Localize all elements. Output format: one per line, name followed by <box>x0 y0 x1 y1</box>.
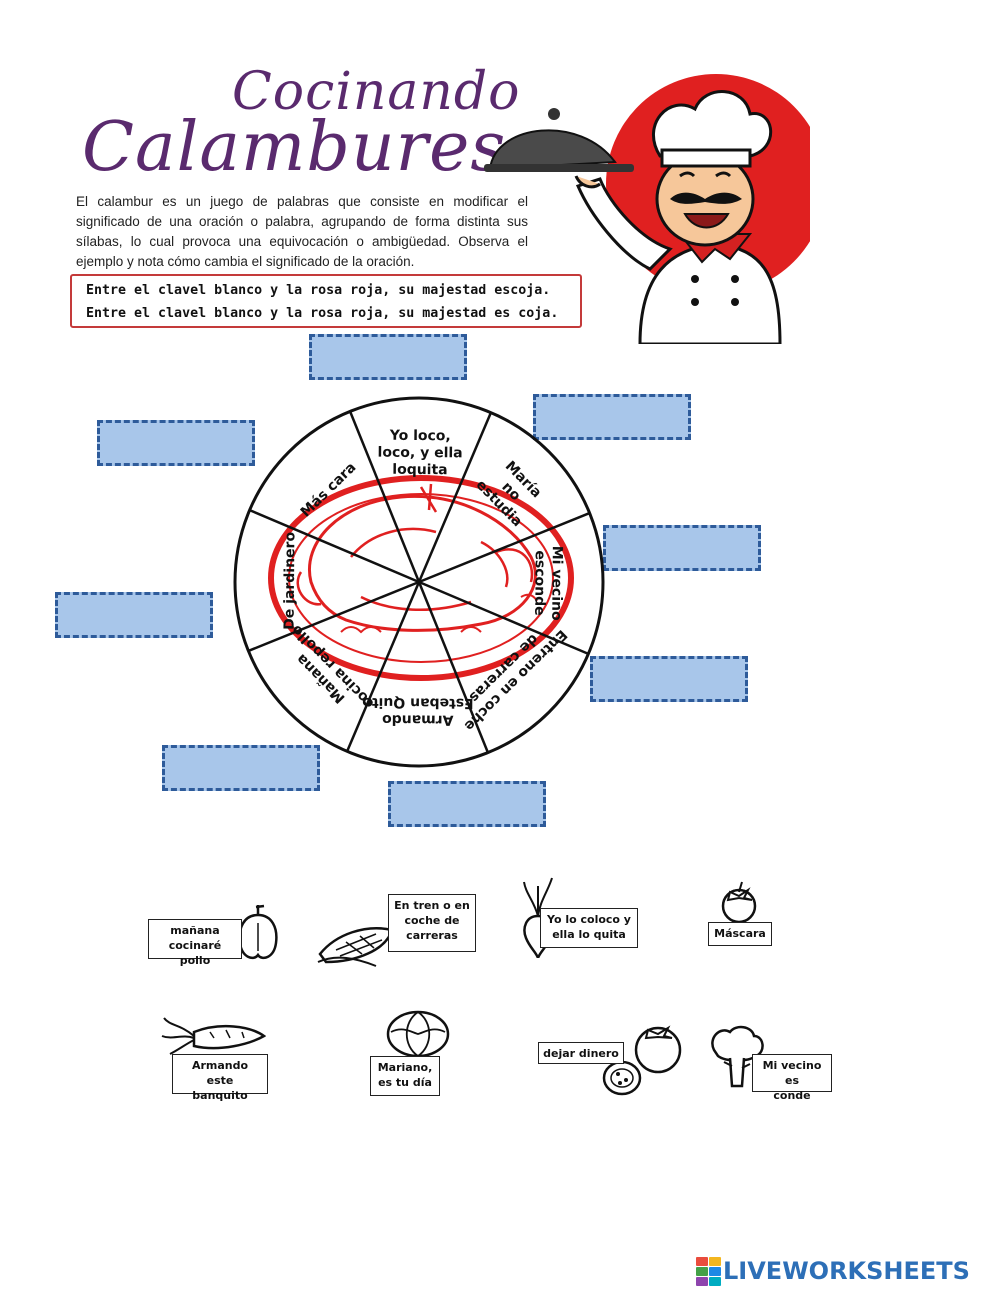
tomato-icon <box>721 881 757 924</box>
card-broccoli-label[interactable]: Mi vecino es conde <box>752 1054 832 1102</box>
cabbage-icon <box>386 1010 450 1058</box>
title-line-1: Cocinando <box>232 62 521 122</box>
wheel-divider <box>249 508 420 584</box>
corn-icon <box>317 927 394 967</box>
wheel-segment-label: De jardinero <box>282 531 299 629</box>
card-corn-label[interactable]: En tren o en coche de carreras <box>388 894 476 952</box>
card-pepper-label[interactable]: mañana cocinaré pollo <box>148 919 242 967</box>
wheel-divider <box>417 581 490 754</box>
card-tomato-slice-label[interactable]: dejar dinero <box>538 1042 624 1064</box>
wheel-dividers <box>247 410 591 754</box>
drop-zone-2[interactable] <box>533 394 691 440</box>
logo-tile <box>709 1267 721 1276</box>
logo-text: LIVEWORKSHEETS <box>723 1257 970 1285</box>
liveworksheets-icon <box>696 1257 721 1286</box>
wheel-divider <box>418 511 591 584</box>
wheel-segment-label: Mi vecinoesconde <box>531 546 565 622</box>
wheel-divider <box>418 580 589 656</box>
wheel-divider <box>417 412 493 583</box>
wheel-divider <box>247 580 420 653</box>
drop-zone-4[interactable] <box>603 525 761 571</box>
example-line-1: Entre el clavel blanco y la rosa roja, s… <box>86 283 551 298</box>
logo-tile <box>696 1267 708 1276</box>
card-cabbage-label[interactable]: Mariano, es tu día <box>370 1056 440 1096</box>
drop-zone-1[interactable] <box>309 334 467 380</box>
card-tomato-label[interactable]: Máscara <box>708 922 772 946</box>
logo-tile <box>709 1257 721 1266</box>
card-beet-label[interactable]: Yo lo coloco y ella lo quita <box>540 908 638 948</box>
broccoli-icon <box>711 1025 764 1088</box>
carrot-icon <box>161 1017 266 1055</box>
wheel-divider <box>345 581 421 752</box>
drop-zone-6[interactable] <box>590 656 748 702</box>
example-line-2: Entre el clavel blanco y la rosa roja, s… <box>86 306 559 321</box>
wheel-rim <box>233 396 605 768</box>
intro-paragraph: El calambur es un juego de palabras que … <box>76 194 528 269</box>
plate-chicken-illustration <box>268 475 574 681</box>
title-line-2: Calambures <box>82 108 507 187</box>
drop-zone-8[interactable] <box>388 781 546 827</box>
card-carrot-label[interactable]: Armando este banquito <box>172 1054 268 1102</box>
logo-tile <box>696 1277 708 1286</box>
drop-zone-5[interactable] <box>55 592 213 638</box>
tomato-slice-icon <box>602 1025 682 1096</box>
drop-zone-7[interactable] <box>162 745 320 791</box>
logo-tile <box>709 1277 721 1286</box>
liveworksheets-logo: LIVEWORKSHEETS <box>696 1252 970 1290</box>
logo-tile <box>696 1257 708 1266</box>
wheel-segment-label: ArmandoEsteban Quito <box>362 694 474 728</box>
chef-illustration <box>484 74 810 344</box>
example-box: Entre el clavel blanco y la rosa roja, s… <box>70 274 582 328</box>
wheel-divider <box>348 410 421 583</box>
drop-zone-3[interactable] <box>97 420 255 466</box>
